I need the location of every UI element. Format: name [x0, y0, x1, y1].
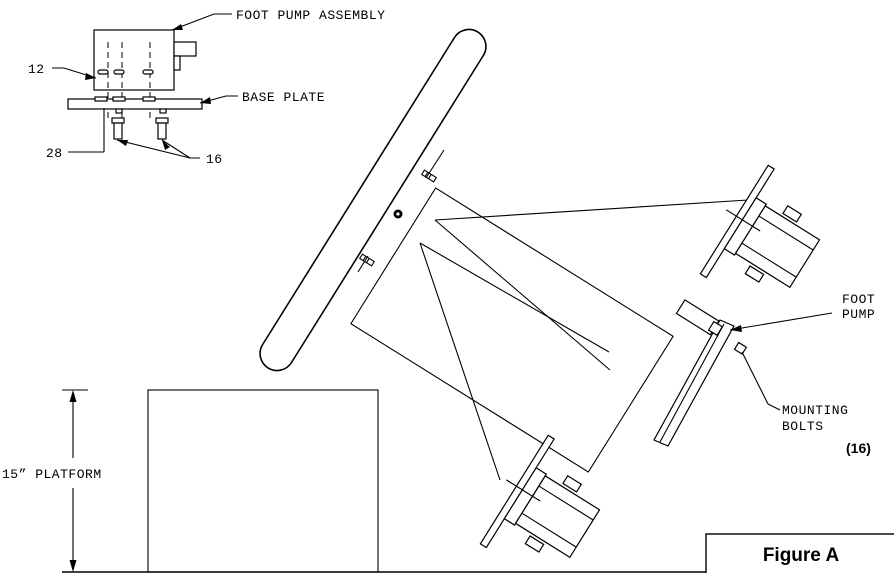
- platform-dimension: [62, 389, 88, 573]
- frame-braces: [419, 199, 749, 481]
- foot-pump-label-line2: PUMP: [842, 307, 875, 322]
- mounting-bolts-qty: (16): [846, 440, 871, 456]
- pump-frame-body: [350, 187, 674, 473]
- figure-caption-box: [705, 533, 894, 575]
- mounting-bolt-marker: [733, 341, 781, 411]
- inset-leaders: [52, 13, 238, 159]
- platform-box: [147, 389, 379, 573]
- base-plate-label: BASE PLATE: [242, 90, 325, 105]
- mounting-bolts-label-line1: MOUNTING: [782, 403, 848, 418]
- inclined-board: [259, 28, 487, 372]
- right-mounting-plate: [653, 319, 735, 447]
- foot-pump-label-line1: FOOT: [842, 292, 875, 307]
- foot-pump-assembly-label: FOOT PUMP ASSEMBLY: [236, 8, 385, 23]
- figure-caption: Figure A: [763, 545, 840, 566]
- part-12-label: 12: [28, 62, 45, 77]
- hinge-bolts: [357, 149, 445, 273]
- lower-wheel-assembly: [479, 434, 601, 559]
- upper-wheel-assembly: [699, 164, 821, 289]
- inset-foot-pump-assembly: [67, 29, 203, 152]
- mounting-bolts-label-line2: BOLTS: [782, 419, 824, 434]
- platform-label: 15” PLATFORM: [2, 467, 102, 482]
- part-28-label: 28: [46, 146, 63, 161]
- foot-pump-leader: [729, 312, 833, 332]
- part-16-label: 16: [206, 152, 223, 167]
- foot-pump-small: [675, 299, 724, 337]
